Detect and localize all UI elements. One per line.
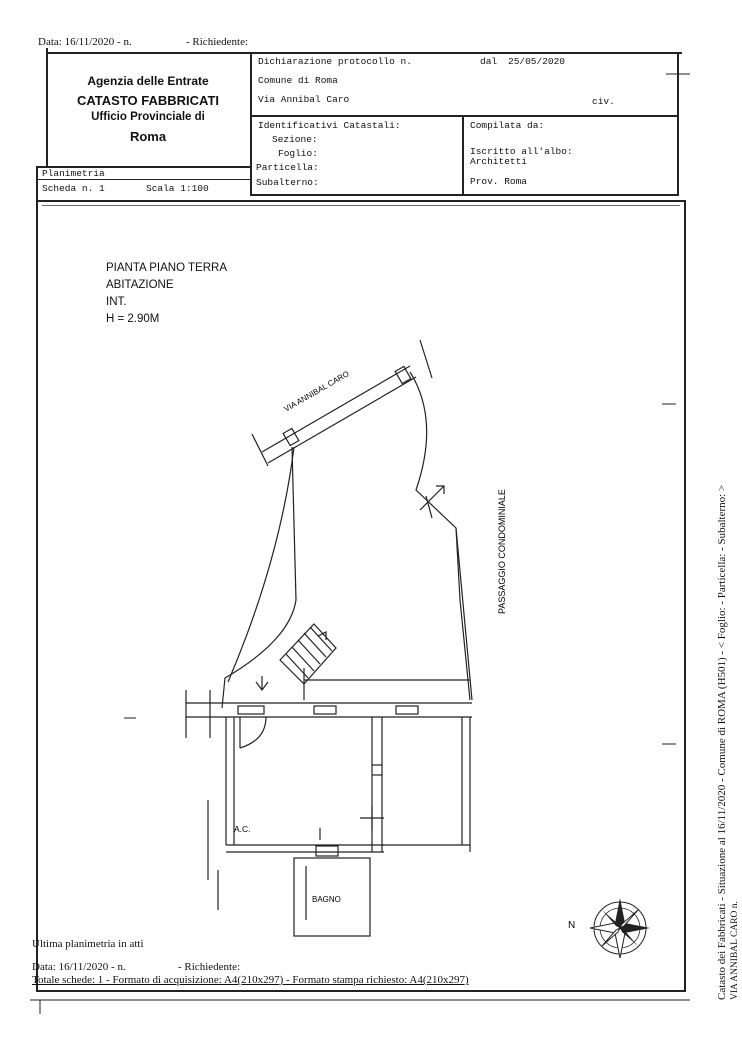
ids-title: Identificativi Catastali:: [258, 120, 401, 131]
plan-use: ABITAZIONE: [106, 279, 174, 291]
ac-label: A.C.: [234, 824, 251, 834]
bathroom: [293, 845, 371, 937]
protocol-civ: civ.: [592, 96, 615, 107]
compilata-title: Compilata da:: [470, 120, 545, 131]
plan-title: PIANTA PIANO TERRA: [106, 262, 227, 274]
footer-date: Data: 16/11/2020 - n.: [32, 961, 126, 973]
agency-catasto: CATASTO FABBRICATI: [76, 93, 220, 108]
ids-subalterno: Subalterno:: [256, 177, 319, 188]
building-walls: [185, 690, 472, 853]
agency-city: Roma: [129, 129, 167, 144]
bagno-label: BAGNO: [312, 895, 341, 904]
street-wall: [251, 339, 433, 467]
ids-foglio: Foglio:: [278, 148, 318, 159]
top-date: Data: 16/11/2020 - n.: [38, 36, 132, 48]
compilata-prov: Prov. Roma: [470, 176, 528, 187]
entry-door: [239, 676, 269, 749]
protocol-date: 25/05/2020: [508, 56, 566, 67]
protocol-via: Via Annibal Caro: [258, 94, 350, 105]
footer-richiedente: - Richiedente:: [178, 961, 241, 973]
agency-ufficio: Ufficio Provinciale di: [91, 111, 205, 123]
side-caption-address: VIA ANNIBAL CARO n.: [730, 901, 740, 1000]
sheet-planimetria: Planimetria: [42, 168, 105, 179]
sheet-scheda: Scheda n. 1: [42, 183, 105, 194]
sheet-scala: Scala 1:100: [146, 183, 209, 194]
footer-ultima: Ultima planimetria in atti: [32, 938, 144, 950]
protocol-comune: Comune di Roma: [258, 75, 338, 86]
passaggio-label: PASSAGGIO CONDOMINIALE: [497, 489, 507, 614]
ids-particella: Particella:: [256, 162, 319, 173]
compilata-architetti: Architetti: [470, 156, 528, 167]
plan-height: H = 2.90M: [106, 313, 160, 325]
windows: [237, 705, 419, 715]
compilata-iscritto: Iscritto all'albo:: [470, 146, 573, 157]
garden-entrance-arrow: [419, 485, 445, 511]
north-rose: [589, 898, 650, 959]
north-label: N: [568, 920, 575, 931]
stair: [279, 623, 337, 685]
ids-sezione: Sezione:: [272, 134, 318, 145]
side-caption: Catasto dei Fabbricati - Situazione al 1…: [716, 484, 728, 1000]
protocol-dal: dal: [480, 56, 498, 67]
top-richiedente: - Richiedente:: [186, 36, 249, 48]
garden-boundary: [221, 371, 473, 709]
protocol-label: Dichiarazione protocollo n.: [258, 56, 412, 67]
footer-totale: Totale schede: 1 - Formato di acquisizio…: [32, 974, 469, 986]
plan-int: INT.: [106, 296, 127, 308]
agency-name: Agenzia delle Entrate: [87, 74, 209, 88]
